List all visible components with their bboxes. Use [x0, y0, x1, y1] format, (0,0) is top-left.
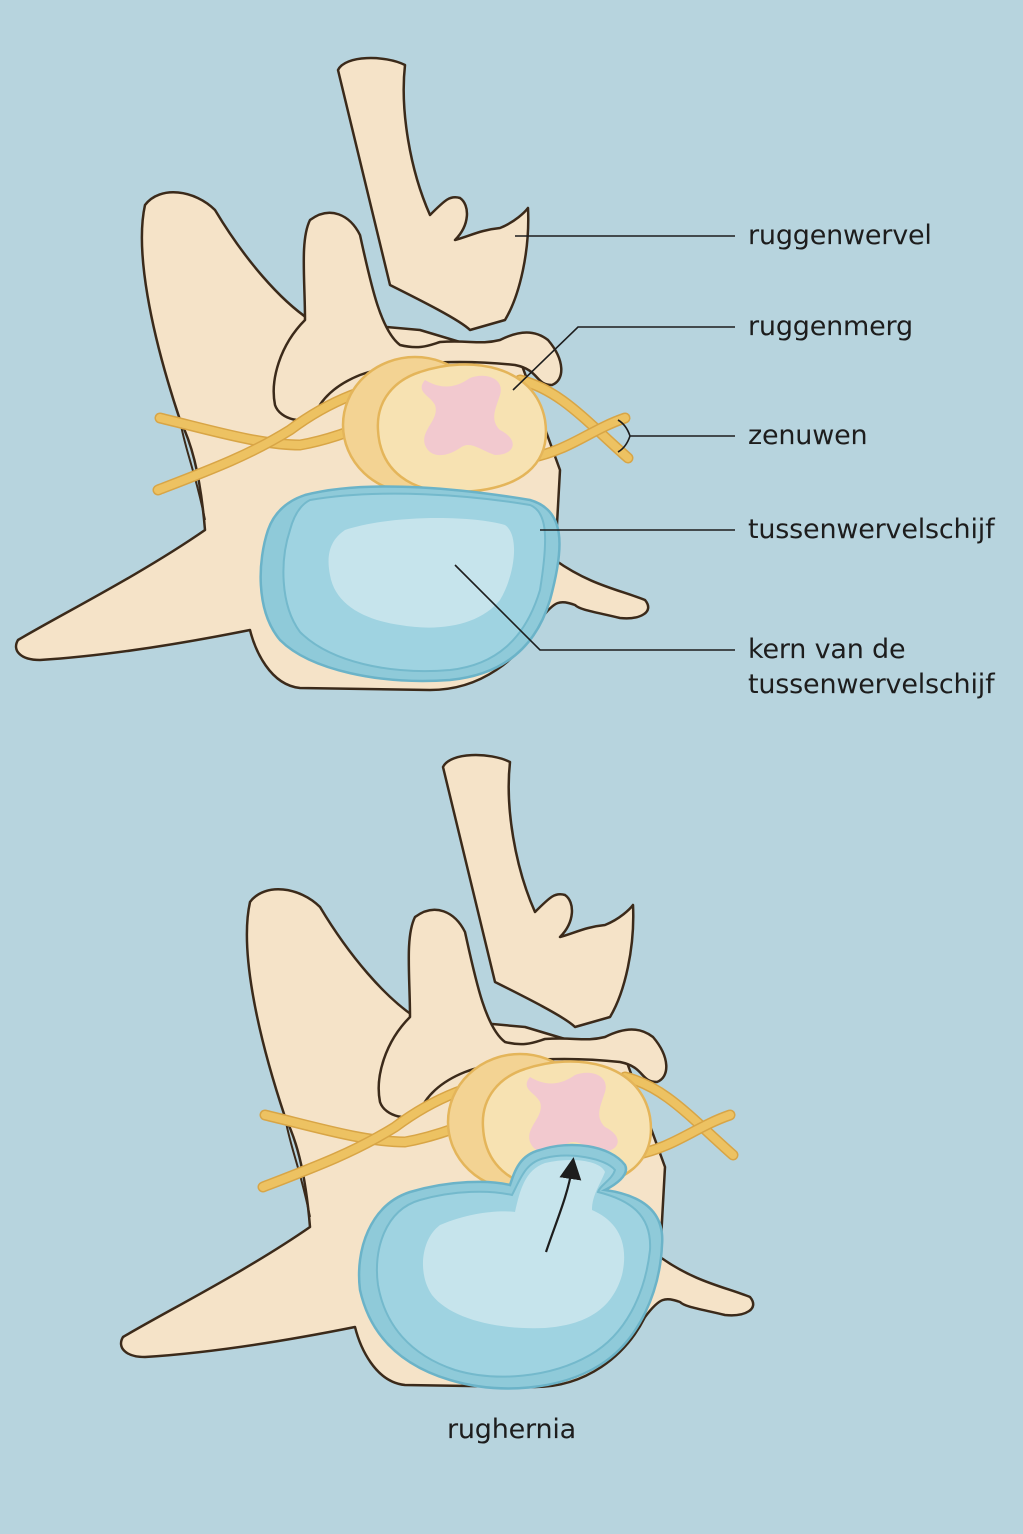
healthy-vertebra [14, 56, 650, 692]
leader-lines [454, 235, 735, 651]
grey-matter [526, 1072, 618, 1153]
label-ruggenmerg: ruggenmerg [748, 311, 913, 342]
herniated-vertebra [119, 753, 755, 1390]
nerve-right [516, 376, 632, 462]
label-ruggenwervel: ruggenwervel [748, 220, 932, 251]
leader-ruggenmerg [512, 326, 735, 391]
spinous-process [336, 56, 530, 332]
leader-kern [454, 564, 735, 651]
disc-nucleus [422, 1160, 625, 1329]
spinous-process [441, 753, 635, 1029]
label-zenuwen: zenuwen [748, 420, 868, 451]
leader-zenuwen [617, 419, 735, 453]
label-tussenwervelschijf: tussenwervelschijf [748, 514, 995, 545]
herniation-arrow [544, 1157, 582, 1253]
disc-nucleus [328, 518, 515, 628]
grey-matter [421, 375, 513, 456]
caption-rughernia: rughernia [446, 1414, 577, 1445]
label-kern-van-de-tussenwervelschijf: kern van de tussenwervelschijf [748, 634, 995, 700]
